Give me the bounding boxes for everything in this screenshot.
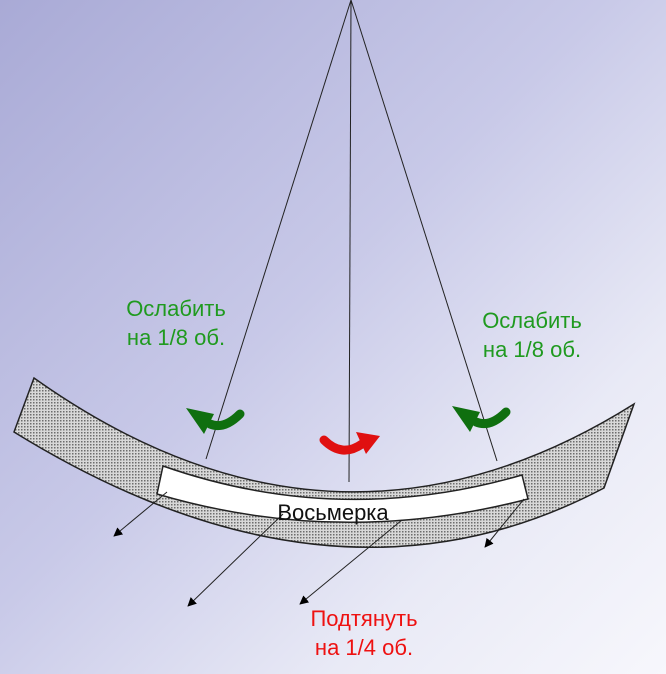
loosen-label-right-line1: Ослабить: [482, 308, 582, 333]
loosen-label-left-line2: на 1/8 об.: [126, 325, 226, 350]
loosen-label-right: Ослабить на 1/8 об.: [452, 306, 612, 364]
tighten-rotation-arrow-center: [319, 432, 380, 455]
tighten-label: Подтянуть на 1/4 об.: [284, 604, 444, 662]
direction-arrow-outer-left: [113, 491, 168, 537]
spoke-left: [205, 0, 352, 460]
center-label: Восьмерка: [277, 500, 389, 525]
direction-arrow-outer-right: [484, 498, 525, 548]
loosen-label-left: Ослабить на 1/8 об.: [96, 294, 256, 352]
direction-arrow-inner-right: [299, 519, 403, 605]
tighten-label-line2: на 1/4 об.: [314, 635, 414, 660]
spoke-right: [350, 0, 498, 462]
loosen-label-left-line1: Ослабить: [126, 296, 226, 321]
rim-slot: [156, 465, 529, 523]
direction-arrow-inner-left: [187, 513, 284, 607]
spoke-center: [348, 0, 352, 483]
tighten-label-line1: Подтянуть: [310, 606, 418, 631]
loosen-rotation-arrow-right: [452, 406, 511, 432]
loosen-rotation-arrow-left: [186, 408, 245, 434]
loosen-label-right-line2: на 1/8 об.: [482, 337, 582, 362]
